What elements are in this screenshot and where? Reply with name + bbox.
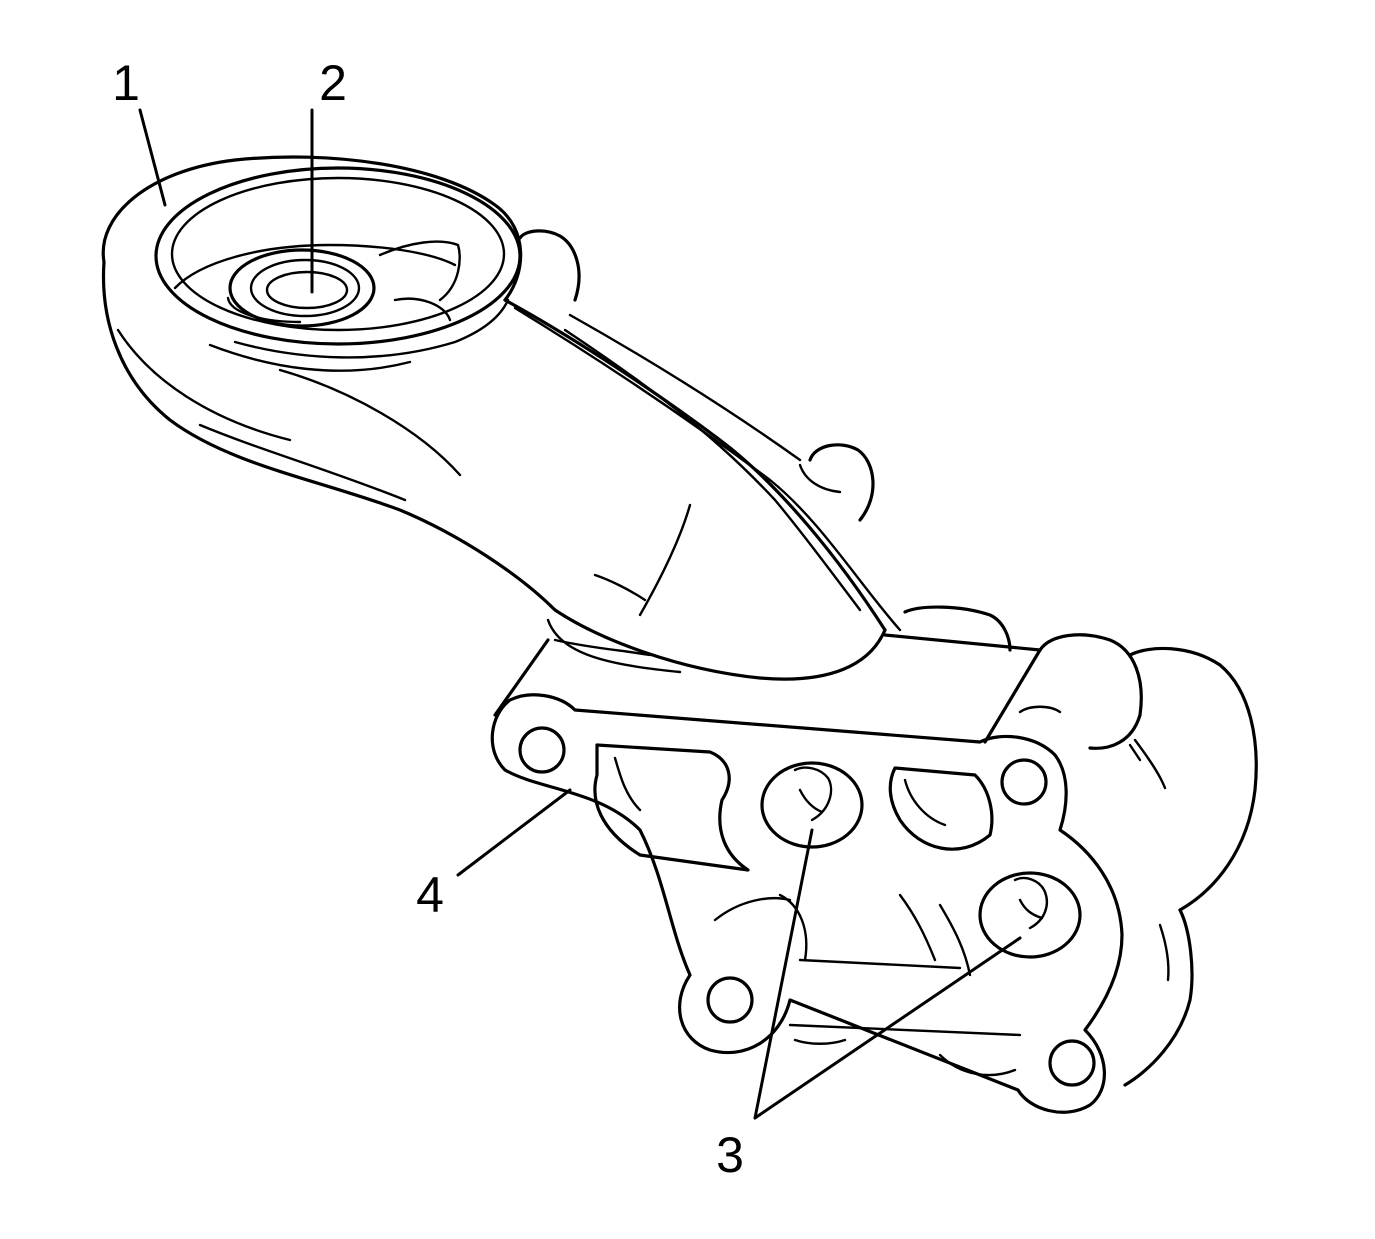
pickup-bowl (101, 155, 557, 612)
leader-line-1 (138, 108, 167, 207)
leader-line-4 (456, 788, 572, 877)
leader-line-3a (753, 828, 814, 1120)
bolt-hole-bottom-left (706, 976, 754, 1024)
mounting-flange (490, 693, 1124, 1114)
pump-body (493, 605, 1258, 1087)
callout-labels: 1 2 3 4 (112, 55, 744, 1183)
oil-pump-line-art (101, 155, 1258, 1114)
callout-3: 3 (716, 1127, 744, 1183)
callout-1: 1 (112, 55, 140, 111)
leader-lines (138, 108, 1022, 1120)
bolt-hole-top-left (518, 726, 566, 774)
inlet-port (978, 871, 1082, 959)
bolt-hole-top-right (1000, 758, 1048, 806)
pump-ports (760, 761, 1082, 1045)
callout-2: 2 (319, 55, 347, 111)
leader-line-3b (753, 936, 1022, 1120)
callout-4: 4 (416, 867, 444, 923)
pressure-port (760, 761, 864, 849)
pickup-outlet-boss (173, 240, 461, 328)
bolt-hole-bottom-right (1048, 1039, 1096, 1087)
pickup-tube (503, 229, 902, 681)
